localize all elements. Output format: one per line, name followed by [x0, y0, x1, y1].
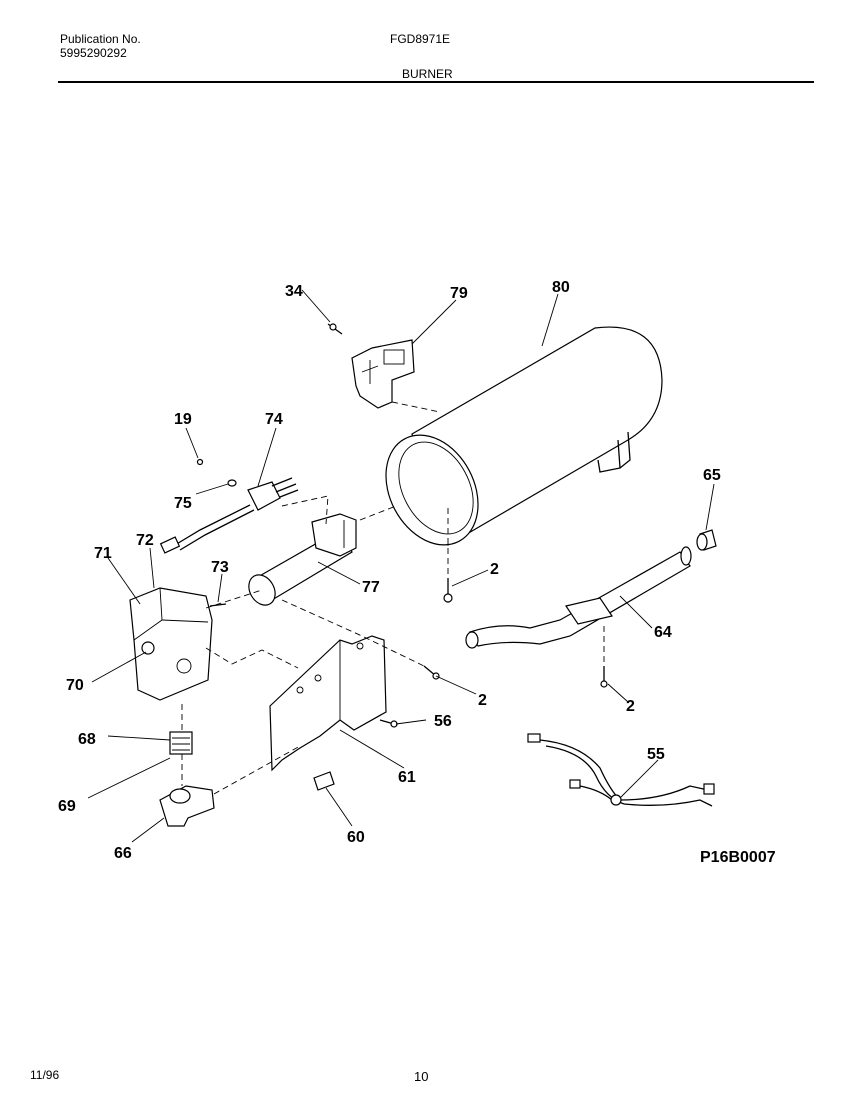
callout-2-a: 2 [490, 561, 499, 578]
callout-60: 60 [347, 829, 365, 846]
callout-75: 75 [174, 495, 192, 512]
callout-64: 64 [654, 624, 672, 641]
part-61-burner-bracket [269, 635, 387, 772]
assembly-lines [181, 401, 605, 795]
part-2-screws [379, 578, 608, 728]
callout-68: 68 [78, 731, 96, 748]
callout-72: 72 [136, 532, 154, 549]
callouts: 34 79 80 19 74 75 65 71 72 73 77 2 64 70… [58, 279, 721, 862]
callout-74: 74 [265, 411, 283, 428]
section-title: BURNER [402, 67, 453, 81]
callout-79: 79 [450, 285, 468, 302]
part-74-igniter [159, 477, 299, 554]
model-number: FGD8971E [390, 32, 451, 46]
part-34-screw [327, 323, 343, 335]
callout-80: 80 [552, 279, 570, 296]
part-75-washer [227, 479, 237, 487]
callout-55: 55 [647, 746, 665, 763]
part-77-burner-tube [248, 513, 357, 606]
diagram-code: P16B0007 [700, 849, 776, 866]
callout-2-c: 2 [626, 698, 635, 715]
part-65-orifice [696, 529, 717, 551]
part-79-flame-sensor-bracket [351, 339, 415, 409]
part-64-manifold-pipe [465, 546, 692, 649]
callout-65: 65 [703, 467, 721, 484]
callout-73: 73 [211, 559, 229, 576]
callout-66: 66 [114, 845, 132, 862]
callout-56: 56 [434, 713, 452, 730]
callout-61: 61 [398, 769, 416, 786]
callout-19: 19 [174, 411, 192, 428]
callout-2-b: 2 [478, 692, 487, 709]
publication-label: Publication No. [60, 32, 141, 46]
part-66-elbow [159, 785, 215, 827]
header-rule [58, 81, 814, 83]
part-80-burner-housing [385, 326, 663, 546]
publication-number: 5995290292 [60, 46, 127, 60]
leader-lines [87, 289, 715, 843]
part-19-screw [196, 458, 204, 466]
footer-page-number: 10 [414, 1069, 429, 1084]
callout-34: 34 [285, 283, 303, 300]
part-55-wire-harness [527, 733, 715, 807]
part-70-71-gas-valve [129, 587, 227, 701]
part-68-fitting [169, 731, 193, 755]
callout-70: 70 [66, 677, 84, 694]
callout-71: 71 [94, 545, 112, 562]
part-60-clip [313, 771, 335, 791]
footer-date: 11/96 [30, 1068, 60, 1082]
callout-69: 69 [58, 798, 76, 815]
callout-77: 77 [362, 579, 380, 596]
